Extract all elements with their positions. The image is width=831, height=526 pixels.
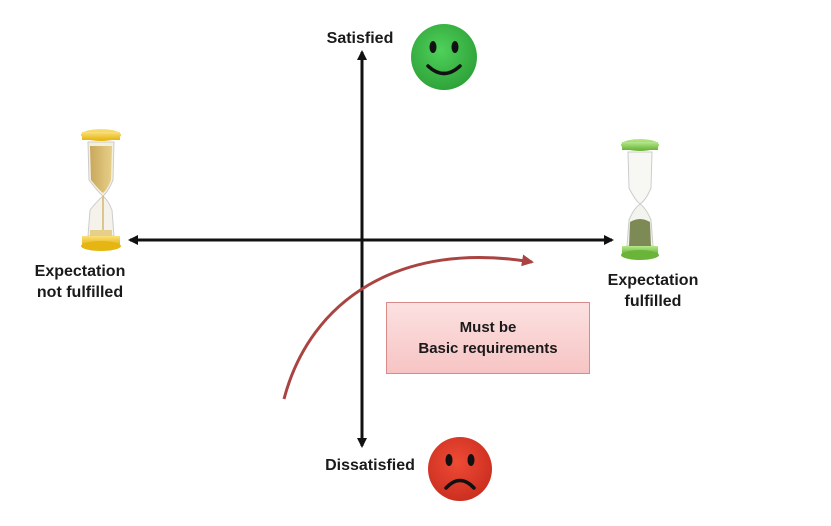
hourglass-green-icon <box>621 139 659 260</box>
box-line2: Basic requirements <box>418 340 558 357</box>
axis-label-right-line2: fulfilled <box>624 293 682 310</box>
axis-label-expectation-fulfilled: Expectation fulfilled <box>588 270 718 312</box>
sad-face-icon <box>428 437 492 501</box>
must-be-curve <box>282 254 534 400</box>
axis-label-left-line2: not fulfilled <box>36 284 124 301</box>
happy-face-icon <box>411 24 477 90</box>
box-line1: Must be <box>459 319 517 336</box>
axis-label-left-line1: Expectation <box>34 263 126 280</box>
must-be-requirements-box: Must be Basic requirements <box>386 302 590 374</box>
axis-label-right-line1: Expectation <box>607 272 699 289</box>
hourglass-yellow-icon <box>81 129 121 251</box>
axis-label-dissatisfied: Dissatisfied <box>325 457 415 474</box>
axis-label-satisfied: Satisfied <box>326 30 394 47</box>
axis-label-expectation-not-fulfilled: Expectation not fulfilled <box>10 261 150 303</box>
